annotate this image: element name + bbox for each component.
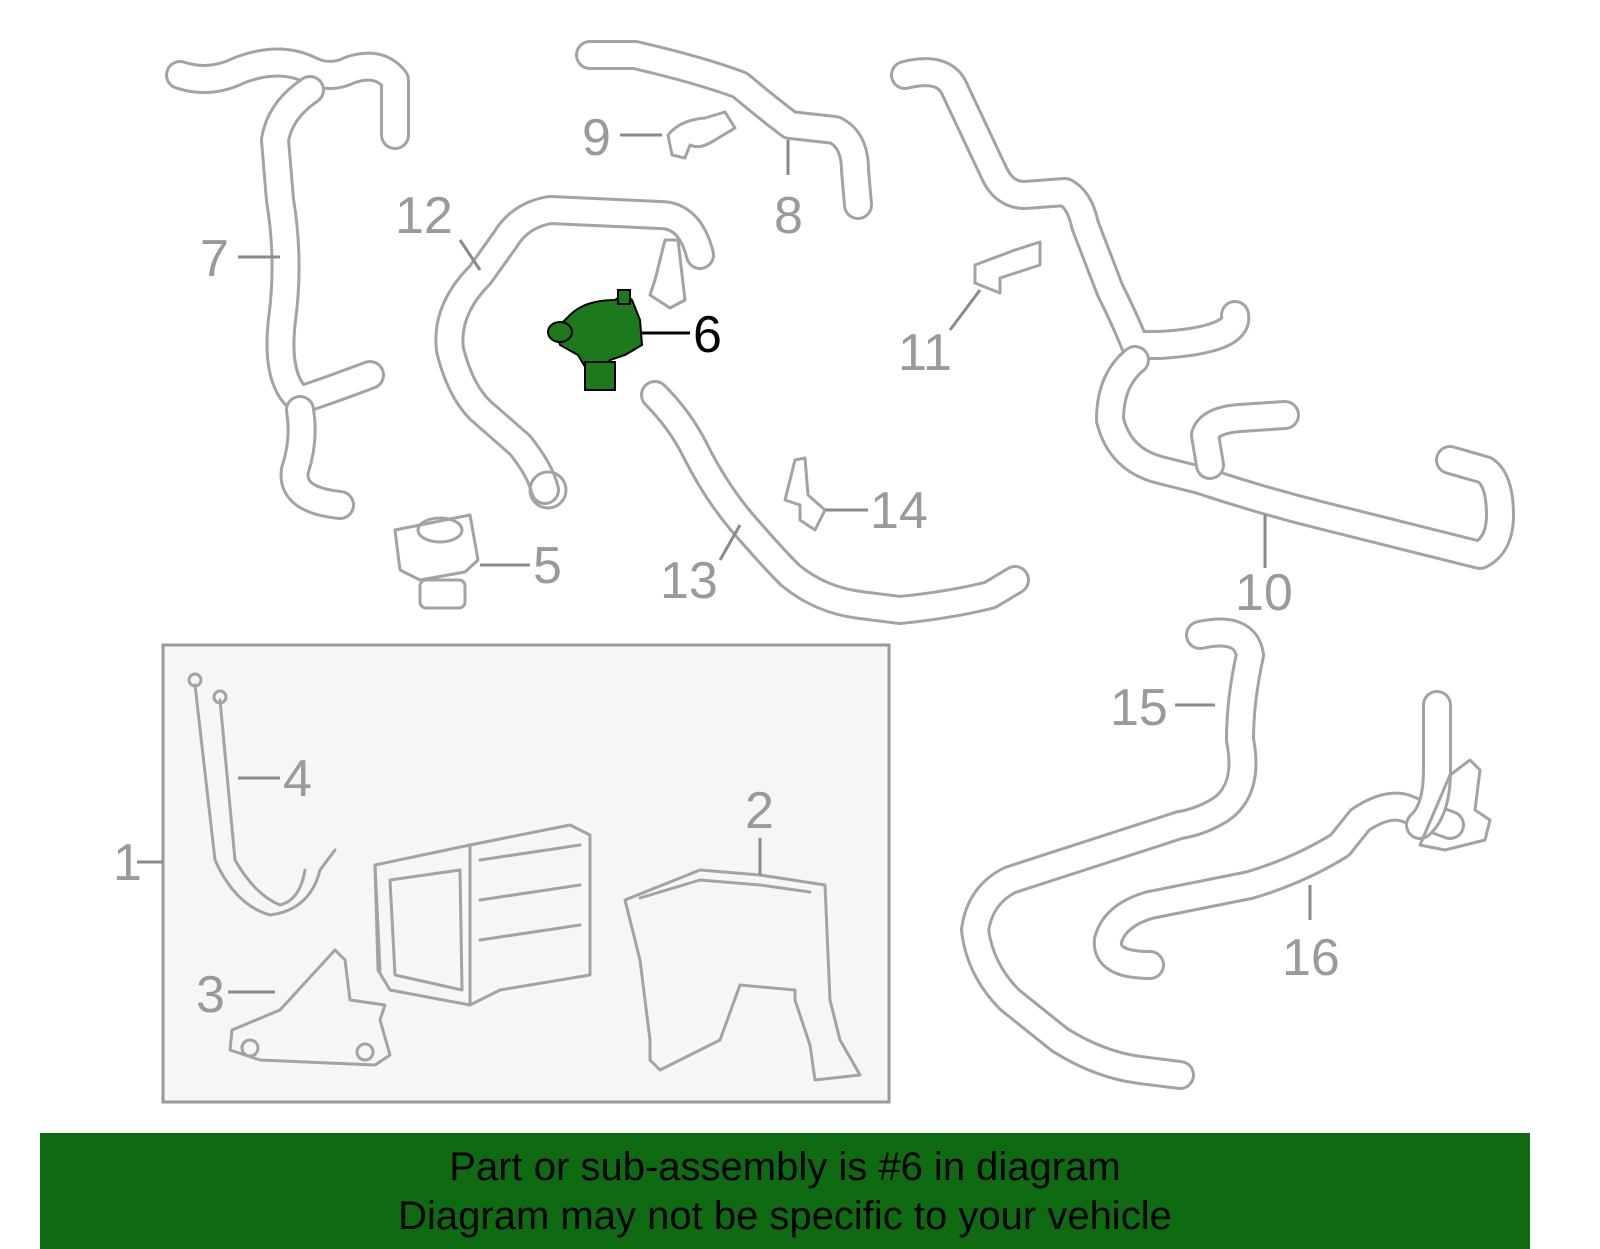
callout-11: 11 bbox=[898, 324, 952, 382]
callout-15: 15 bbox=[1110, 679, 1168, 737]
part-5-pump[interactable] bbox=[393, 513, 480, 610]
part-12-hose[interactable] bbox=[434, 195, 715, 510]
part-16-hose[interactable] bbox=[1092, 690, 1492, 980]
callout-8: 8 bbox=[774, 187, 803, 245]
callout-12: 12 bbox=[395, 187, 453, 245]
part-7-hose[interactable] bbox=[165, 47, 410, 520]
callout-9: 9 bbox=[582, 109, 611, 167]
part-6-valve[interactable] bbox=[547, 289, 644, 392]
callout-5: 5 bbox=[533, 537, 562, 595]
callout-14: 14 bbox=[870, 482, 928, 540]
callout-16: 16 bbox=[1282, 929, 1340, 987]
banner-line-2: Diagram may not be specific to your vehi… bbox=[398, 1194, 1172, 1238]
part-14-bracket[interactable] bbox=[783, 456, 827, 532]
part-15-hose[interactable] bbox=[960, 617, 1265, 1090]
part-2-tray[interactable] bbox=[623, 868, 862, 1082]
part-11-bracket[interactable] bbox=[973, 240, 1042, 295]
callout-13: 13 bbox=[660, 552, 718, 610]
part-9-clip[interactable] bbox=[666, 110, 737, 160]
part-4-cable[interactable] bbox=[187, 672, 337, 917]
leader-lines bbox=[137, 133, 1312, 994]
callout-2: 2 bbox=[745, 782, 774, 840]
module-unit[interactable] bbox=[373, 823, 592, 1007]
callout-4: 4 bbox=[283, 750, 312, 808]
callout-3: 3 bbox=[196, 966, 225, 1024]
part-8-hose[interactable] bbox=[575, 40, 873, 220]
callout-6: 6 bbox=[693, 306, 722, 364]
banner-line-1: Part or sub-assembly is #6 in diagram bbox=[449, 1145, 1121, 1189]
subassembly-box bbox=[161, 643, 891, 1104]
callout-7: 7 bbox=[200, 230, 229, 288]
callout-1: 1 bbox=[113, 834, 142, 892]
callout-10: 10 bbox=[1235, 564, 1293, 622]
part-3-bracket[interactable] bbox=[228, 948, 392, 1067]
info-banner: Part or sub-assembly is #6 in diagram Di… bbox=[40, 1133, 1530, 1249]
part-13-hose[interactable] bbox=[640, 380, 1030, 625]
callout-labels: 1 2 3 4 5 6 7 8 9 10 11 12 13 14 15 16 bbox=[113, 109, 1340, 1024]
part-10-hose[interactable] bbox=[890, 57, 1515, 570]
